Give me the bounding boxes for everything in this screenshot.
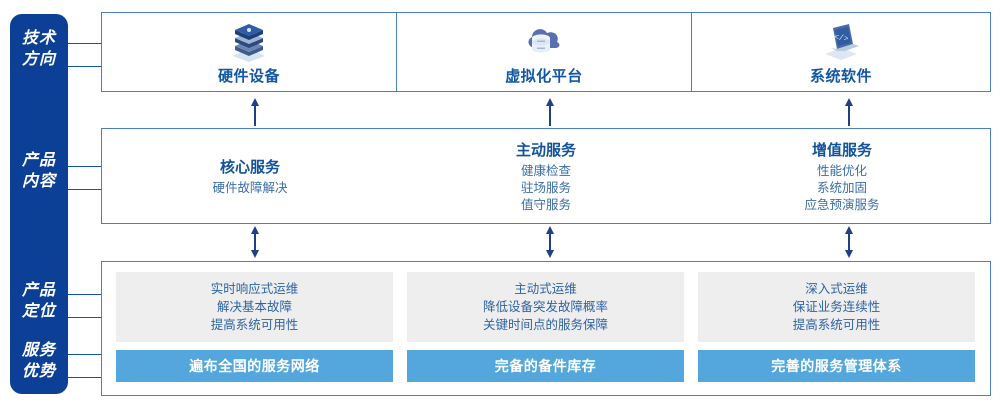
content-card-core-service[interactable]: 核心服务 硬件故障解决 xyxy=(102,129,398,223)
connector-tech-direction xyxy=(68,43,102,67)
product-content-box: 核心服务 硬件故障解决 主动服务 健康检查 驻场服务 值守服务 增值服务 性能优… xyxy=(101,128,991,224)
position-card-item: 主动式运维 xyxy=(514,282,577,296)
product-position-advantage-box: 实时响应式运维 解决基本故障 提高系统可用性 主动式运维 降低设备突发故障概率 … xyxy=(101,261,991,396)
position-card-proactive[interactable]: 主动式运维 降低设备突发故障概率 关键时间点的服务保障 xyxy=(407,272,684,342)
arrow-up-hardware xyxy=(249,96,261,126)
position-card-item: 提高系统可用性 xyxy=(792,318,881,332)
position-card-item: 实时响应式运维 xyxy=(210,282,299,296)
rail-label-line: 内容 xyxy=(21,173,56,190)
arrow-up-system-software xyxy=(843,96,855,126)
rail-label-line: 技术 xyxy=(21,30,56,47)
arrow-up-virtualization xyxy=(544,96,556,126)
arrow-double-proactive xyxy=(544,226,556,258)
arrow-double-value-added xyxy=(843,226,855,258)
svg-text:</>: </> xyxy=(833,33,849,44)
content-card-item: 性能优化 xyxy=(816,163,867,178)
content-card-item: 应急预演服务 xyxy=(804,197,880,212)
content-card-proactive-service[interactable]: 主动服务 健康检查 驻场服务 值守服务 xyxy=(398,129,694,223)
rail-label-line: 优势 xyxy=(21,363,56,380)
content-card-value-added-service[interactable]: 增值服务 性能优化 系统加固 应急预演服务 xyxy=(694,129,990,223)
content-card-item: 驻场服务 xyxy=(520,180,571,195)
rail-label-product-content: 产品 内容 xyxy=(10,150,68,192)
server-stack-icon xyxy=(225,19,273,62)
position-card-item: 关键时间点的服务保障 xyxy=(482,318,608,332)
advantage-bar-spare-parts[interactable]: 完备的备件库存 xyxy=(407,350,684,382)
position-card-item: 降低设备突发故障概率 xyxy=(482,300,608,314)
rail-label-tech-direction: 技术 方向 xyxy=(10,28,68,70)
tech-card-hardware[interactable]: 硬件设备 xyxy=(102,13,396,91)
content-card-item: 硬件故障解决 xyxy=(212,180,288,195)
connector-product-position xyxy=(68,294,102,318)
cloud-database-icon xyxy=(520,19,568,61)
rail-label-product-position: 产品 定位 xyxy=(10,280,68,322)
content-card-title: 核心服务 xyxy=(219,158,280,176)
box-divider xyxy=(396,13,397,91)
content-card-item: 系统加固 xyxy=(816,180,867,195)
tech-card-system-software[interactable]: </> 系统软件 xyxy=(692,13,990,91)
content-card-title: 增值服务 xyxy=(811,141,872,159)
rail-label-line: 产品 xyxy=(21,152,56,169)
connector-service-advantage xyxy=(68,354,102,378)
tech-card-caption: 系统软件 xyxy=(809,67,872,85)
rail-label-line: 服务 xyxy=(21,342,56,359)
tech-card-virtualization[interactable]: 虚拟化平台 xyxy=(397,13,691,91)
advantage-bar-management-system[interactable]: 完善的服务管理体系 xyxy=(698,350,975,382)
position-card-deep[interactable]: 深入式运维 保证业务连续性 提高系统可用性 xyxy=(698,272,975,342)
content-card-title: 主动服务 xyxy=(515,141,576,159)
tech-card-caption: 虚拟化平台 xyxy=(505,67,583,85)
arrow-double-core xyxy=(249,226,261,258)
left-rail xyxy=(10,14,68,394)
position-card-realtime[interactable]: 实时响应式运维 解决基本故障 提高系统可用性 xyxy=(116,272,393,342)
box-divider xyxy=(691,13,692,91)
position-card-item: 深入式运维 xyxy=(805,282,868,296)
connector-product-content xyxy=(68,166,102,190)
advantage-bar-service-network[interactable]: 遍布全国的服务网络 xyxy=(116,350,393,382)
rail-label-line: 定位 xyxy=(21,303,56,320)
tech-direction-box: 硬件设备 虚拟化平台 xyxy=(101,12,991,92)
content-card-item: 值守服务 xyxy=(520,197,571,212)
laptop-code-icon: </> xyxy=(817,19,865,61)
tech-card-caption: 硬件设备 xyxy=(217,67,280,85)
rail-label-line: 产品 xyxy=(21,282,56,299)
rail-label-line: 方向 xyxy=(21,51,56,68)
position-card-item: 保证业务连续性 xyxy=(792,300,881,314)
content-card-item: 健康检查 xyxy=(520,163,571,178)
rail-label-service-advantage: 服务 优势 xyxy=(10,340,68,382)
position-card-item: 提高系统可用性 xyxy=(210,318,299,332)
position-card-item: 解决基本故障 xyxy=(216,300,292,314)
